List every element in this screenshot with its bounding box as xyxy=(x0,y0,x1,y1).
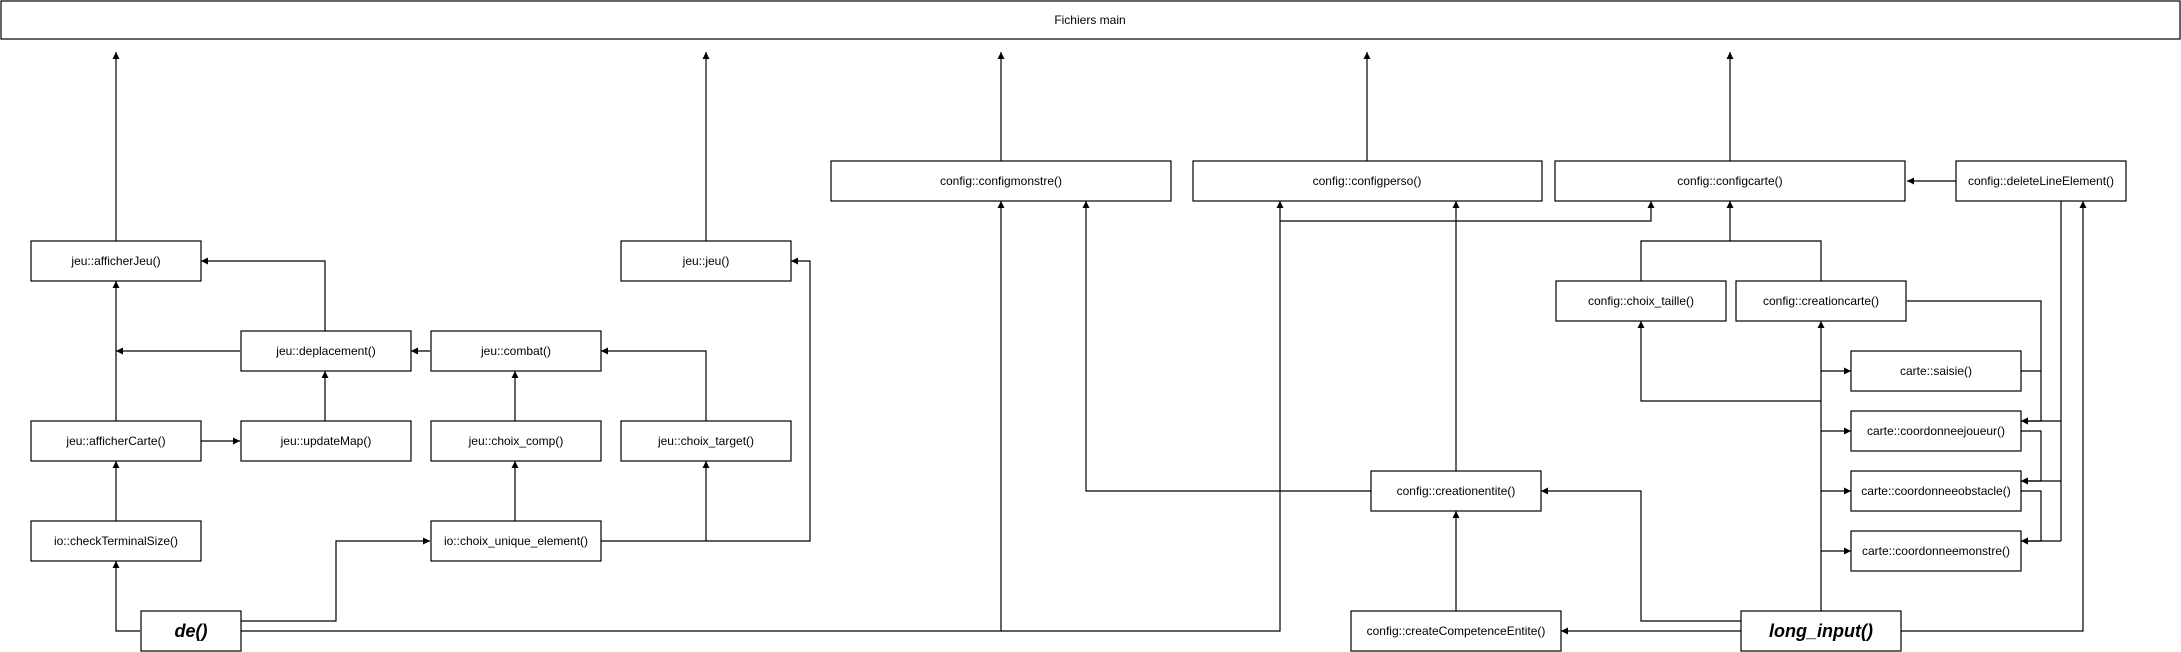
node-checkterminalsize-label: io::checkTerminalSize() xyxy=(54,534,178,548)
node-jeu-label: jeu::jeu() xyxy=(682,254,730,268)
edge-longinput-to-deleteline xyxy=(1901,201,2087,632)
edge-saisie-to-creationcarte xyxy=(1907,297,2042,372)
node-configmonstre-label: config::configmonstre() xyxy=(940,174,1062,188)
node-coordonneejoueur[interactable]: carte::coordonneejoueur() xyxy=(1850,410,2022,452)
node-de[interactable]: de() xyxy=(140,610,242,652)
node-choix-comp-label: jeu::choix_comp() xyxy=(468,434,564,448)
node-configmonstre[interactable]: config::configmonstre() xyxy=(830,160,1172,202)
edge-de-to-checkterminal xyxy=(112,561,140,632)
node-choix-comp[interactable]: jeu::choix_comp() xyxy=(430,420,602,462)
edge-to-choixtaille xyxy=(1637,321,1821,402)
edge-deplacement-to-afficherjeu xyxy=(201,257,326,331)
edge-coordobstacle-bus xyxy=(2021,490,2042,545)
node-saisie-label: carte::saisie() xyxy=(1900,364,1972,378)
node-saisie[interactable]: carte::saisie() xyxy=(1850,350,2022,392)
node-affichercarte-label: jeu::afficherCarte() xyxy=(65,434,165,448)
node-de-label: de() xyxy=(175,621,208,641)
edge-bus-to-coordjoueur xyxy=(2021,371,2042,425)
node-configperso-label: config::configperso() xyxy=(1313,174,1422,188)
edge-choixtarget-to-combat xyxy=(601,347,707,421)
node-coordonneeobstacle-label: carte::coordonneeobstacle() xyxy=(1861,484,2010,498)
edge-de-to-choixunique xyxy=(240,537,430,622)
node-coordonneeobstacle[interactable]: carte::coordonneeobstacle() xyxy=(1850,470,2022,512)
node-deletelineelement-label: config::deleteLineElement() xyxy=(1968,174,2114,188)
node-updatemap[interactable]: jeu::updateMap() xyxy=(240,420,412,462)
node-jeu[interactable]: jeu::jeu() xyxy=(620,240,792,282)
node-creationentite-label: config::creationentite() xyxy=(1397,484,1516,498)
node-configcarte[interactable]: config::configcarte() xyxy=(1554,160,1906,202)
edge-children-to-configcarte xyxy=(1640,201,1822,281)
node-checkterminalsize[interactable]: io::checkTerminalSize() xyxy=(30,520,202,562)
node-deletelineelement[interactable]: config::deleteLineElement() xyxy=(1955,160,2127,202)
node-createcompetenceentite[interactable]: config::createCompetenceEntite() xyxy=(1350,610,1562,652)
node-choix-unique-element[interactable]: io::choix_unique_element() xyxy=(430,520,602,562)
node-fichiers-main-label: Fichiers main xyxy=(1054,13,1125,27)
node-coordonneemonstre[interactable]: carte::coordonneemonstre() xyxy=(1850,530,2022,572)
node-createcompetenceentite-label: config::createCompetenceEntite() xyxy=(1367,624,1546,638)
node-long-input[interactable]: long_input() xyxy=(1740,610,1902,652)
node-choix-taille-label: config::choix_taille() xyxy=(1588,294,1694,308)
node-coordonneemonstre-label: carte::coordonneemonstre() xyxy=(1862,544,2010,558)
edge-branch-to-configcarte xyxy=(1280,201,1655,222)
node-afficherjeu-label: jeu::afficherJeu() xyxy=(70,254,160,268)
edge-choixunique-to-choixtarget xyxy=(601,461,710,542)
node-choix-target-label: jeu::choix_target() xyxy=(657,434,754,448)
edges xyxy=(112,52,2087,635)
node-choix-taille[interactable]: config::choix_taille() xyxy=(1555,280,1727,322)
node-creationcarte-label: config::creationcarte() xyxy=(1763,294,1879,308)
node-creationcarte[interactable]: config::creationcarte() xyxy=(1735,280,1907,322)
node-deplacement[interactable]: jeu::deplacement() xyxy=(240,330,412,372)
node-afficherjeu[interactable]: jeu::afficherJeu() xyxy=(30,240,202,282)
edge-longinput-to-creationentite xyxy=(1541,487,1741,622)
edge-choixunique-to-jeu xyxy=(706,257,811,542)
edge-coordjoueur-bus xyxy=(2021,430,2042,485)
node-configcarte-label: config::configcarte() xyxy=(1677,174,1782,188)
node-deplacement-label: jeu::deplacement() xyxy=(275,344,375,358)
node-updatemap-label: jeu::updateMap() xyxy=(280,434,372,448)
node-coordonneejoueur-label: carte::coordonneejoueur() xyxy=(1867,424,2005,438)
node-long-input-label: long_input() xyxy=(1769,621,1873,641)
edge-creationentite-to-configmonstre xyxy=(1082,201,1371,492)
node-affichercarte[interactable]: jeu::afficherCarte() xyxy=(30,420,202,462)
node-combat[interactable]: jeu::combat() xyxy=(430,330,602,372)
node-creationentite[interactable]: config::creationentite() xyxy=(1370,470,1542,512)
node-combat-label: jeu::combat() xyxy=(480,344,551,358)
node-fichiers-main[interactable]: Fichiers main xyxy=(0,0,2181,40)
node-configperso[interactable]: config::configperso() xyxy=(1192,160,1543,202)
node-choix-target[interactable]: jeu::choix_target() xyxy=(620,420,792,462)
edge-de-to-configperso xyxy=(1001,201,1284,632)
node-choix-unique-element-label: io::choix_unique_element() xyxy=(444,534,588,548)
